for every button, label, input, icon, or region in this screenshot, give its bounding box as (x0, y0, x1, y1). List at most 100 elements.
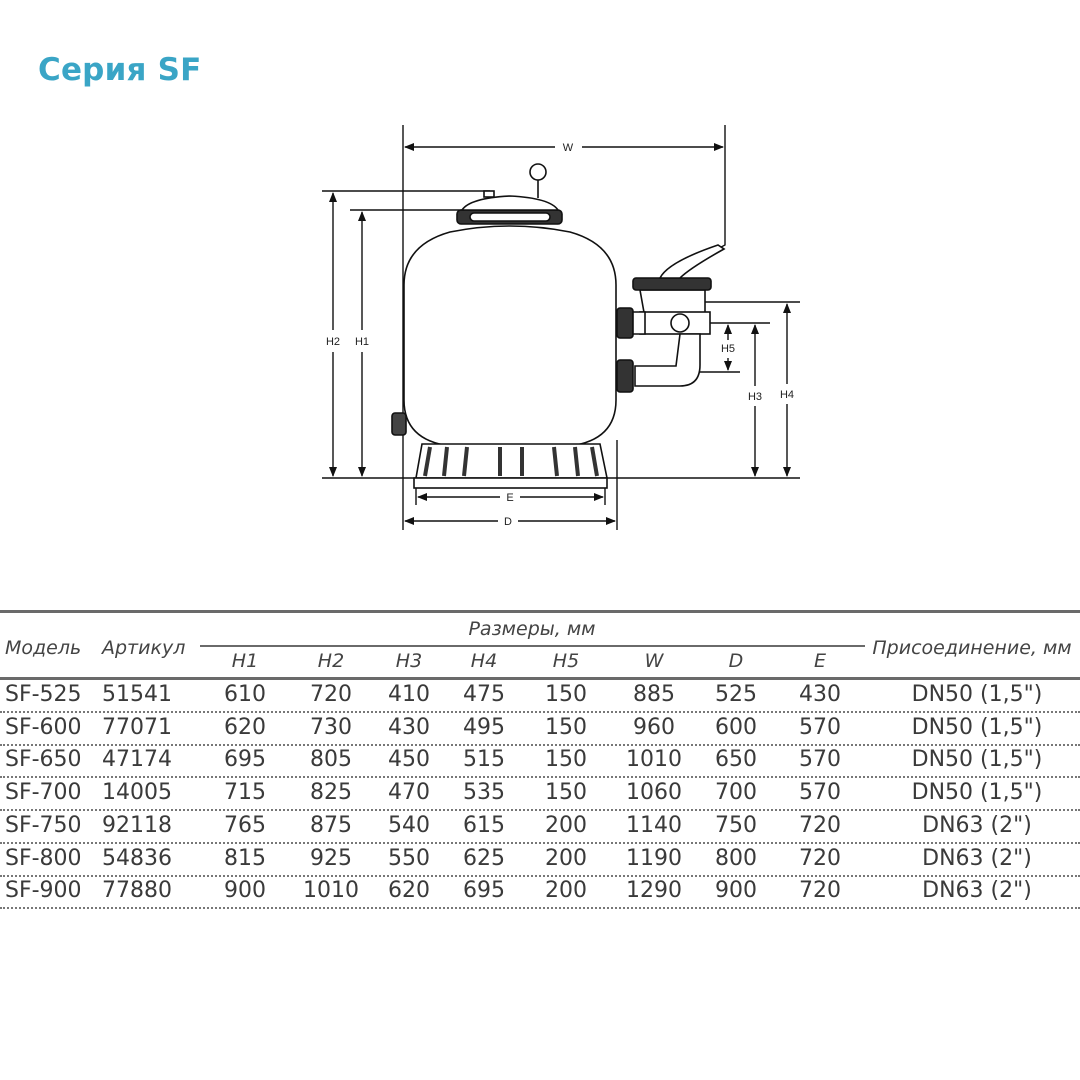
table-cell: 720 (799, 878, 841, 904)
table-cell: 765 (224, 812, 266, 838)
table-cell: 1290 (626, 878, 682, 904)
table-cell: 715 (224, 780, 266, 806)
table-cell: 720 (799, 812, 841, 838)
table-cell: DN50 (1,5") (911, 714, 1043, 740)
table-cell: 77880 (102, 878, 172, 904)
header-model: Модель (5, 637, 82, 659)
table-cell: 625 (463, 845, 505, 871)
table-cell: 200 (545, 878, 587, 904)
header-dimensions: Размеры, мм (468, 618, 596, 640)
table-cell: SF-900 (5, 878, 82, 904)
dimension-label-h1: H1 (355, 336, 369, 348)
header-w: W (644, 650, 664, 672)
table-cell: 1190 (626, 845, 682, 871)
table-cell: 620 (388, 878, 430, 904)
table-cell: 600 (715, 714, 757, 740)
table-cell: 900 (715, 878, 757, 904)
table-cell: DN50 (1,5") (911, 780, 1043, 806)
header-connection: Присоединение, мм (872, 637, 1072, 659)
table-cell: 54836 (102, 845, 172, 871)
table-cell: 825 (310, 780, 352, 806)
table-cell: 47174 (102, 747, 172, 773)
table-cell: 875 (310, 812, 352, 838)
table-cell: DN50 (1,5") (911, 682, 1043, 707)
table-cell: 695 (224, 747, 266, 773)
multiport-valve (616, 244, 726, 393)
table-cell: 620 (224, 714, 266, 740)
table-cell: 610 (224, 682, 266, 707)
header-d: D (728, 650, 744, 672)
table-cell: 470 (388, 780, 430, 806)
header-h5: H5 (552, 650, 580, 672)
dimension-label-h2: H2 (326, 336, 340, 348)
table-cell: 475 (463, 682, 505, 707)
dimension-label-h5: H5 (721, 343, 735, 355)
dimension-label-e: E (506, 492, 513, 504)
dimension-label-d: D (504, 516, 512, 528)
table-cell: 77071 (102, 714, 172, 740)
dimension-label-h4: H4 (780, 389, 794, 401)
dimension-label-h3: H3 (748, 391, 762, 403)
header-e: E (813, 650, 827, 672)
table-cell: 1140 (626, 812, 682, 838)
header-h2: H2 (317, 650, 345, 672)
header-bottom-rule (0, 677, 1080, 680)
table-cell: 525 (715, 682, 757, 707)
header-h4: H4 (470, 650, 498, 672)
table-cell: 550 (388, 845, 430, 871)
extension-line (711, 125, 726, 253)
header-subrule (200, 645, 865, 647)
table-cell: 720 (799, 845, 841, 871)
table-cell: 430 (799, 682, 841, 707)
table-cell: 750 (715, 812, 757, 838)
table-cell: 92118 (102, 812, 172, 838)
table-cell: 730 (310, 714, 352, 740)
table-cell: 51541 (102, 682, 172, 707)
dimension-label-w: W (563, 142, 574, 154)
filter-dimension-drawing: W H2 H1 H3 H4 H5 E D (322, 125, 800, 530)
table-cell: SF-800 (5, 845, 82, 871)
table-cell: 1060 (626, 780, 682, 806)
table-cell: 540 (388, 812, 430, 838)
table-cell: 150 (545, 714, 587, 740)
pressure-gauge-icon (529, 163, 547, 181)
table-cell: SF-750 (5, 812, 82, 838)
table-cell: 570 (799, 714, 841, 740)
table-cell: 515 (463, 747, 505, 773)
table-cell: 650 (715, 747, 757, 773)
header-h1: H1 (231, 650, 259, 672)
table-cell: DN63 (2") (922, 878, 1032, 904)
table-cell: 535 (463, 780, 505, 806)
table-cell: 150 (545, 682, 587, 707)
table-cell: 800 (715, 845, 757, 871)
table-cell: 1010 (626, 747, 682, 773)
table-cell: 150 (545, 747, 587, 773)
table-cell: DN63 (2") (922, 812, 1032, 838)
table-cell: DN63 (2") (922, 845, 1032, 871)
table-cell: SF-525 (5, 682, 82, 707)
table-cell: 570 (799, 780, 841, 806)
table-cell: SF-700 (5, 780, 82, 806)
tank-body (391, 163, 726, 489)
table-cell: 570 (799, 747, 841, 773)
table-cell: 805 (310, 747, 352, 773)
table-cell: 700 (715, 780, 757, 806)
table-cell: 495 (463, 714, 505, 740)
table-cell: 200 (545, 812, 587, 838)
table-cell: SF-600 (5, 714, 82, 740)
table-cell: 925 (310, 845, 352, 871)
table-cell: 720 (310, 682, 352, 707)
table-cell: 150 (545, 780, 587, 806)
table-cell: 430 (388, 714, 430, 740)
table-cell: 410 (388, 682, 430, 707)
table-cell: 450 (388, 747, 430, 773)
table-cell: 815 (224, 845, 266, 871)
header-h3: H3 (395, 650, 423, 672)
page-title: Серия SF (38, 52, 202, 88)
